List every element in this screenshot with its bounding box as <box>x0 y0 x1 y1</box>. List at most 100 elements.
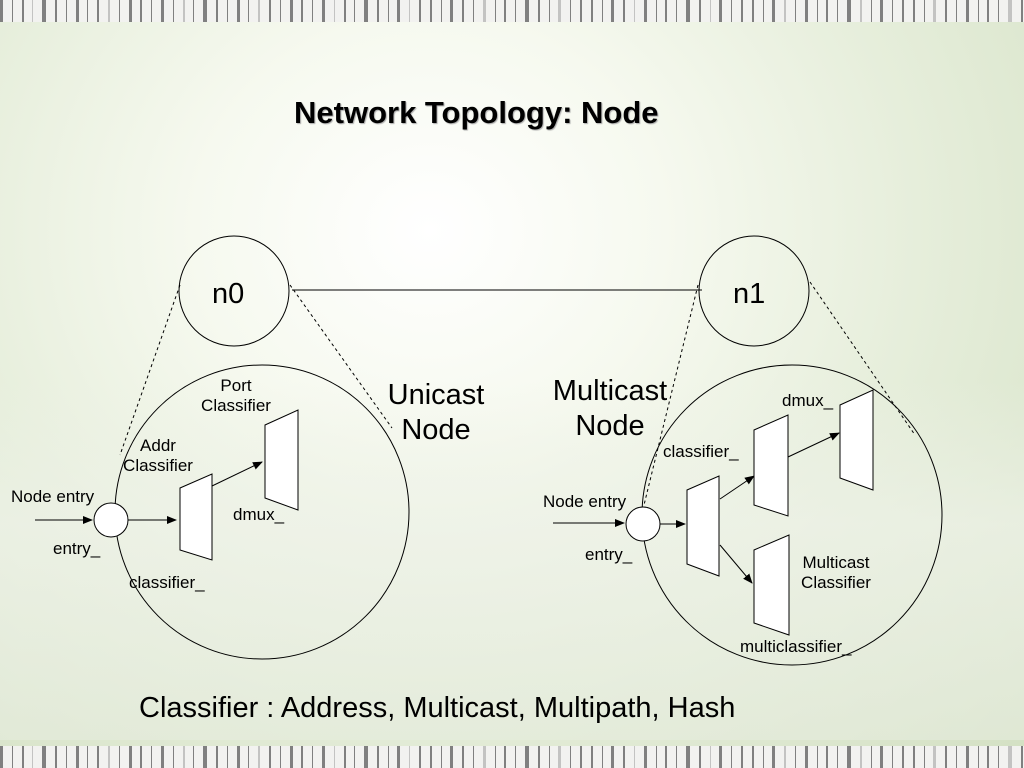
multiclassifier-label: multiclassifier_ <box>740 637 852 656</box>
decorative-bar <box>816 746 818 768</box>
multicast-node-entry-label: Node entry <box>543 492 627 511</box>
decorative-bar <box>387 0 389 22</box>
slide-title: Network Topology: Node <box>294 95 659 130</box>
decorative-bar <box>611 746 615 768</box>
decorative-bar <box>945 0 948 22</box>
decorative-bar <box>482 0 486 22</box>
decorative-bar <box>118 746 120 768</box>
decorative-bar <box>248 0 250 22</box>
decorative-bar <box>172 746 174 768</box>
mc-second-classifier-shape <box>753 414 789 517</box>
decorative-bar <box>0 0 3 22</box>
decorative-bar <box>376 0 379 22</box>
decorative-bar <box>1007 0 1012 22</box>
decorative-bar <box>87 0 89 22</box>
node-n0-label: n0 <box>212 278 245 310</box>
decorative-bar <box>751 0 754 22</box>
decorative-bar <box>54 746 57 768</box>
decorative-bar <box>590 0 593 22</box>
decorative-bar <box>880 746 884 768</box>
decorative-bar <box>321 746 325 768</box>
decorative-bar <box>837 0 839 22</box>
decorative-bar <box>450 0 454 22</box>
decorative-bar <box>601 746 603 768</box>
mc-classifier-to-multiclassifier-arrow <box>719 544 753 584</box>
decorative-bar <box>558 0 562 22</box>
decorative-bar <box>258 746 261 768</box>
zoom-line-n1-right <box>809 281 916 436</box>
unicast-classifier-label: classifier_ <box>129 573 205 592</box>
decorative-bar <box>912 746 915 768</box>
decorative-bar <box>236 0 240 22</box>
decorative-bar <box>977 0 979 22</box>
decorative-bar <box>97 0 100 22</box>
decorative-bar <box>504 0 507 22</box>
decorative-bar <box>923 0 925 22</box>
decorative-bar <box>901 0 904 22</box>
decorative-bar <box>65 746 67 768</box>
decorative-bar <box>128 0 132 22</box>
port-classifier-line1: Port <box>220 376 252 395</box>
decorative-bar <box>580 0 583 22</box>
decorative-bar <box>333 0 335 22</box>
multicast-dmux-label: dmux_ <box>782 391 834 410</box>
decorative-bar <box>226 746 228 768</box>
decorative-bar <box>751 746 754 768</box>
decorative-bar <box>731 0 733 22</box>
decorative-bar <box>32 746 34 768</box>
unicast-entry-point <box>93 502 129 538</box>
decorative-bar <box>1020 746 1023 768</box>
decorative-bar <box>665 746 668 768</box>
decorative-bar <box>32 0 34 22</box>
decorative-bar <box>655 746 657 768</box>
decorative-bar <box>709 746 711 768</box>
decorative-bar <box>794 0 796 22</box>
decorative-bar <box>462 0 465 22</box>
decorative-bar <box>75 746 79 768</box>
decorative-bar <box>794 746 796 768</box>
decorative-bar <box>548 746 550 768</box>
decorative-bar <box>11 746 13 768</box>
decorative-bar <box>226 0 228 22</box>
decorative-bar <box>376 746 379 768</box>
top-decorative-bar <box>0 0 1024 22</box>
decorative-bar <box>364 746 369 768</box>
mc-classifier-to-second-arrow <box>719 475 755 500</box>
decorative-bar <box>429 746 432 768</box>
decorative-bar <box>409 0 411 22</box>
decorative-bar <box>397 746 401 768</box>
decorative-bar <box>128 746 132 768</box>
decorative-bar <box>107 0 110 22</box>
decorative-bar <box>525 0 530 22</box>
decorative-bar <box>312 746 314 768</box>
decorative-bar <box>87 746 89 768</box>
decorative-bar <box>397 0 401 22</box>
unicast-node-entry-label: Node entry <box>11 487 95 506</box>
decorative-bar <box>892 0 894 22</box>
mc-classifier-line2: Classifier <box>801 572 871 592</box>
decorative-bar <box>901 746 904 768</box>
zoom-line-n1-left <box>643 284 699 506</box>
multicast-node-heading: Multicast Node <box>535 374 685 444</box>
decorative-bar <box>643 746 647 768</box>
decorative-bar <box>955 0 957 22</box>
decorative-bar <box>998 0 1000 22</box>
decorative-bar <box>772 746 776 768</box>
addr-classifier-line1: Addr <box>140 436 176 455</box>
addr-classifier-line2: Classifier <box>123 455 193 475</box>
decorative-bar <box>21 746 24 768</box>
decorative-bar <box>570 0 572 22</box>
decorative-bar <box>880 0 884 22</box>
multicast-heading-line2: Node <box>575 409 645 442</box>
decorative-bar <box>151 746 153 768</box>
decorative-bar <box>731 746 733 768</box>
decorative-bar <box>215 0 218 22</box>
decorative-bar <box>933 0 937 22</box>
unicast-entry-label: entry_ <box>53 539 101 558</box>
bottom-decorative-bar <box>0 746 1024 768</box>
unicast-node-heading: Unicast Node <box>370 378 502 448</box>
decorative-bar <box>965 0 969 22</box>
decorative-bar <box>837 746 839 768</box>
decorative-bar <box>987 0 990 22</box>
